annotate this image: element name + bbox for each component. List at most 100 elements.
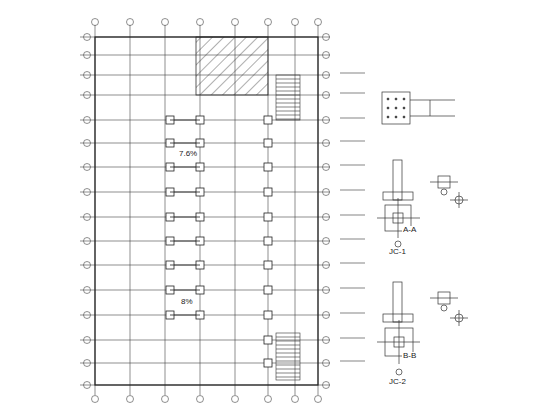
axis-bubble [84, 382, 91, 389]
axis-bubble [323, 164, 330, 171]
axis-bubble [84, 238, 91, 245]
note-leader [340, 165, 365, 166]
axis-bubble [323, 189, 330, 196]
stair-tread [276, 345, 300, 346]
axis-bubble [84, 72, 91, 79]
note-leader [340, 263, 365, 264]
beam [170, 241, 200, 242]
axis-bubble [232, 396, 239, 403]
axis-bubble [292, 396, 299, 403]
beam [170, 120, 200, 121]
note-leader [340, 73, 365, 74]
axis-bubble [323, 337, 330, 344]
grid-line [295, 25, 296, 395]
plan-outline [95, 37, 318, 385]
stair-tread [276, 103, 300, 104]
axis-bubble [315, 19, 322, 26]
column [264, 116, 272, 124]
stair-tread [276, 369, 300, 370]
note-leader [340, 239, 365, 240]
grid-line [165, 25, 166, 395]
note-leader [340, 361, 365, 362]
axis-bubble [84, 214, 91, 221]
annotation: A-A [402, 226, 417, 234]
axis-bubble [84, 164, 91, 171]
axis-bubble [84, 262, 91, 269]
grid-line [80, 217, 330, 218]
column [264, 188, 272, 196]
hatched-void [196, 37, 268, 95]
grid-line [80, 241, 330, 242]
stair-tread [276, 83, 300, 84]
connection-detail [382, 92, 455, 124]
axis-bubble [265, 19, 272, 26]
beam [170, 192, 200, 193]
axis-bubble [323, 262, 330, 269]
grid-line [80, 265, 330, 266]
note-leader [340, 313, 365, 314]
stair-tread [276, 111, 300, 112]
column [264, 237, 272, 245]
stair-tread [276, 357, 300, 358]
axis-bubble [323, 382, 330, 389]
stair-tread [276, 353, 300, 354]
axis-bubble [265, 396, 272, 403]
stair-tread [276, 349, 300, 350]
axis-bubble [197, 396, 204, 403]
column [264, 261, 272, 269]
grid-line [80, 192, 330, 193]
beam [170, 143, 200, 144]
annotation: JC-1 [388, 248, 407, 256]
grid-line [80, 363, 330, 364]
axis-bubble [323, 238, 330, 245]
axis-bubble [84, 360, 91, 367]
stair [276, 333, 300, 380]
stair-tread [276, 107, 300, 108]
axis-bubble [323, 287, 330, 294]
annotation: JC-2 [388, 378, 407, 386]
stair-tread [276, 361, 300, 362]
annotation: B-B [402, 352, 417, 360]
note-leader [340, 93, 365, 94]
stair-tread [276, 337, 300, 338]
note-leader [340, 190, 365, 191]
stair-tread [276, 377, 300, 378]
axis-bubble [323, 72, 330, 79]
stair-tread [276, 119, 300, 120]
beam [170, 167, 200, 168]
column [264, 336, 272, 344]
axis-bubble [323, 312, 330, 319]
axis-bubble [84, 92, 91, 99]
stair-tread [276, 341, 300, 342]
axis-bubble [84, 140, 91, 147]
stair-tread [276, 115, 300, 116]
column [264, 139, 272, 147]
axis-bubble [84, 34, 91, 41]
axis-bubble [127, 396, 134, 403]
grid-line [80, 315, 330, 316]
annotation: 7.6% [178, 150, 198, 158]
beam [170, 265, 200, 266]
beam [170, 315, 200, 316]
grid-line [130, 25, 131, 395]
axis-bubble [127, 19, 134, 26]
axis-bubble [84, 52, 91, 59]
axis-bubble [84, 312, 91, 319]
axis-bubble [323, 92, 330, 99]
axis-bubble [232, 19, 239, 26]
axis-bubble [323, 117, 330, 124]
column [264, 163, 272, 171]
axis-bubble [323, 360, 330, 367]
beam [170, 290, 200, 291]
axis-bubble [323, 34, 330, 41]
grid-line [80, 167, 330, 168]
base-detail-2 [377, 282, 468, 375]
annotation: 8% [180, 298, 194, 306]
axis-bubble [323, 52, 330, 59]
axis-bubble [162, 19, 169, 26]
axis-bubble [92, 396, 99, 403]
column [264, 359, 272, 367]
axis-bubble [84, 287, 91, 294]
axis-bubble [84, 117, 91, 124]
